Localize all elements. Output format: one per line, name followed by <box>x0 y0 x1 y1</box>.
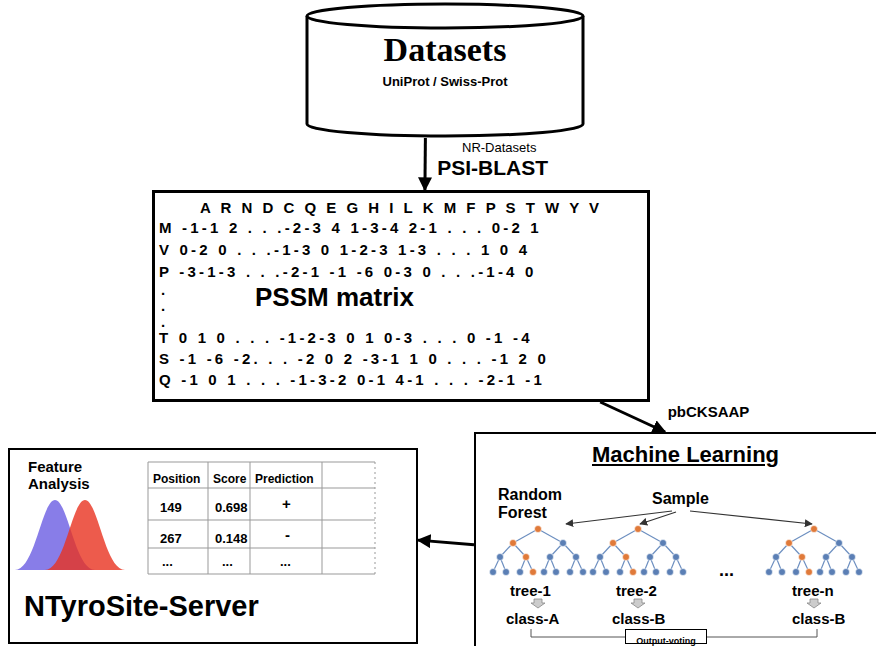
text-slot: 0.698 <box>215 498 248 516</box>
text-slot: T 0 1 0 . . . -1-2-3 0 1 0-3 . . . 0 -1 … <box>159 329 533 347</box>
voting-box: Output-voting <box>625 629 707 644</box>
class-label: class-B <box>612 610 665 627</box>
text-slot: S -1 -6 -2. . . -2 0 2 -3-1 1 0 . . . -1… <box>159 350 549 368</box>
flow-arrow <box>418 540 474 545</box>
matrix-header: A R N D C Q E G H I L K M F P S T W Y V <box>200 199 602 216</box>
text-slot: Machine Learning <box>592 442 779 467</box>
text-slot: Position <box>153 469 200 487</box>
text-slot: A R N D C Q E G H I L K M F P S T W Y V <box>200 199 602 217</box>
text-slot: class-B <box>792 610 845 628</box>
feature-encoding-label: pbCKSAAP <box>668 403 750 420</box>
text-slot: + <box>282 495 291 513</box>
text-slot: class-B <box>612 610 665 628</box>
text-slot: . <box>161 281 165 299</box>
text-slot: tree-1 <box>510 582 551 600</box>
server-box: Feature Analysis Position Score Prediction 1… <box>8 448 418 644</box>
text-slot: P -3-1-3 . . .-2-1 -1 -6 0-3 0 . . .-1-4… <box>159 263 537 281</box>
model-name: Random Forest <box>498 486 578 523</box>
table-cell: 149 <box>160 501 182 516</box>
text-slot: - <box>285 526 290 544</box>
pssm-box: A R N D C Q E G H I L K M F P S T W Y V M… <box>152 190 650 402</box>
table-cell: ... <box>162 555 173 570</box>
text-slot: NTyroSite-Server <box>24 590 259 623</box>
class-label: class-B <box>792 610 845 627</box>
dataset-cylinder: DatasetsUniProt / Swiss-Prot <box>305 2 585 138</box>
tree-ellipsis: ... <box>719 560 734 581</box>
table-header: Position <box>153 473 200 487</box>
tree-label: tree-n <box>792 582 834 599</box>
text-slot: tree-n <box>792 582 834 600</box>
server-name: NTyroSite-Server <box>24 590 259 623</box>
random-forest-trees <box>490 526 863 576</box>
table-cell: ... <box>222 555 233 570</box>
text-slot: class-A <box>506 610 559 628</box>
text-slot: Sample <box>652 490 709 508</box>
text-slot: PSSM matrix <box>255 283 414 313</box>
flow-arrow <box>423 138 426 190</box>
table-cell: ... <box>280 555 291 570</box>
text-slot: pbCKSAAP <box>668 403 750 421</box>
tree-label: tree-2 <box>616 582 657 599</box>
matrix-row: T 0 1 0 . . . -1-2-3 0 1 0-3 . . . 0 -1 … <box>159 329 533 346</box>
ml-box: Machine LearningRandom Forest Sample tree-… <box>474 432 876 646</box>
text-slot: M -1-1 2 . . .-2-3 4 1-3-4 2-1 . . . 0-2… <box>159 219 542 237</box>
text-slot: . <box>161 297 165 315</box>
text-slot: Datasets <box>305 30 585 69</box>
table-cell: 0.698 <box>215 501 248 516</box>
text-slot: Q -1 0 1 . . . -1-3-2 0-1 4-1 . . . -2-1… <box>159 371 545 389</box>
table-cell: 267 <box>160 532 182 547</box>
dataset-title: Datasets <box>384 30 507 69</box>
text-slot: Score <box>213 469 246 487</box>
text-slot: NR-Datasets <box>462 138 536 156</box>
text-slot: ... <box>222 552 233 570</box>
voting-label: Output-voting <box>636 636 695 646</box>
cylinder-outline <box>305 2 585 138</box>
text-slot: 267 <box>160 529 182 547</box>
table-cell: + <box>282 495 291 512</box>
matrix-row: V 0-2 0 . . .-1-3 0 1-2-3 1-3 . . . 1 0 … <box>159 241 530 258</box>
text-slot: ... <box>162 552 173 570</box>
text-slot: . <box>161 313 165 331</box>
dataset-source: UniProt / Swiss-Prot <box>383 75 508 90</box>
table-header: Score <box>213 473 246 487</box>
feature-analysis-label: Feature Analysis <box>28 458 108 493</box>
result-table-grid <box>148 462 375 574</box>
matrix-row: M -1-1 2 . . .-2-3 4 1-3-4 2-1 . . . 0-2… <box>159 219 542 236</box>
text-slot: PSI-BLAST <box>437 156 548 180</box>
matrix-ellipsis: . <box>161 313 165 330</box>
text-slot: 0.148 <box>215 529 248 547</box>
text-slot: Prediction <box>255 469 314 487</box>
sample-arrows <box>566 511 812 524</box>
flow-arrow <box>600 402 665 432</box>
matrix-title: PSSM matrix <box>255 283 414 313</box>
matrix-row: P -3-1-3 . . .-2-1 -1 -6 0-3 0 . . .-1-4… <box>159 263 537 280</box>
text-slot: UniProt / Swiss-Prot <box>305 72 585 90</box>
dataset-note: NR-Datasets <box>462 141 536 156</box>
vote-arrows <box>531 599 821 608</box>
text-slot: Feature Analysis <box>28 458 108 493</box>
tree-label: tree-1 <box>510 582 551 599</box>
text-slot: Output-voting <box>626 630 706 646</box>
tool-label: PSI-BLAST <box>437 156 548 180</box>
table-cell: - <box>285 526 290 543</box>
text-slot: ... <box>280 552 291 570</box>
text-slot: tree-2 <box>616 582 657 600</box>
class-label: class-A <box>506 610 559 627</box>
text-slot: Random Forest <box>498 486 578 523</box>
text-slot: 149 <box>160 498 182 516</box>
matrix-row: Q -1 0 1 . . . -1-3-2 0-1 4-1 . . . -2-1… <box>159 371 545 388</box>
distribution-plot <box>15 500 125 570</box>
voting-lines <box>531 629 817 637</box>
matrix-ellipsis: . <box>161 281 165 298</box>
sample-label: Sample <box>652 490 709 508</box>
ml-title: Machine Learning <box>592 442 779 467</box>
matrix-ellipsis: . <box>161 297 165 314</box>
text-slot: ... <box>719 560 734 581</box>
table-header: Prediction <box>255 473 314 487</box>
text-slot: V 0-2 0 . . .-1-3 0 1-2-3 1-3 . . . 1 0 … <box>159 241 530 259</box>
matrix-row: S -1 -6 -2. . . -2 0 2 -3-1 1 0 . . . -1… <box>159 350 549 367</box>
table-cell: 0.148 <box>215 532 248 547</box>
